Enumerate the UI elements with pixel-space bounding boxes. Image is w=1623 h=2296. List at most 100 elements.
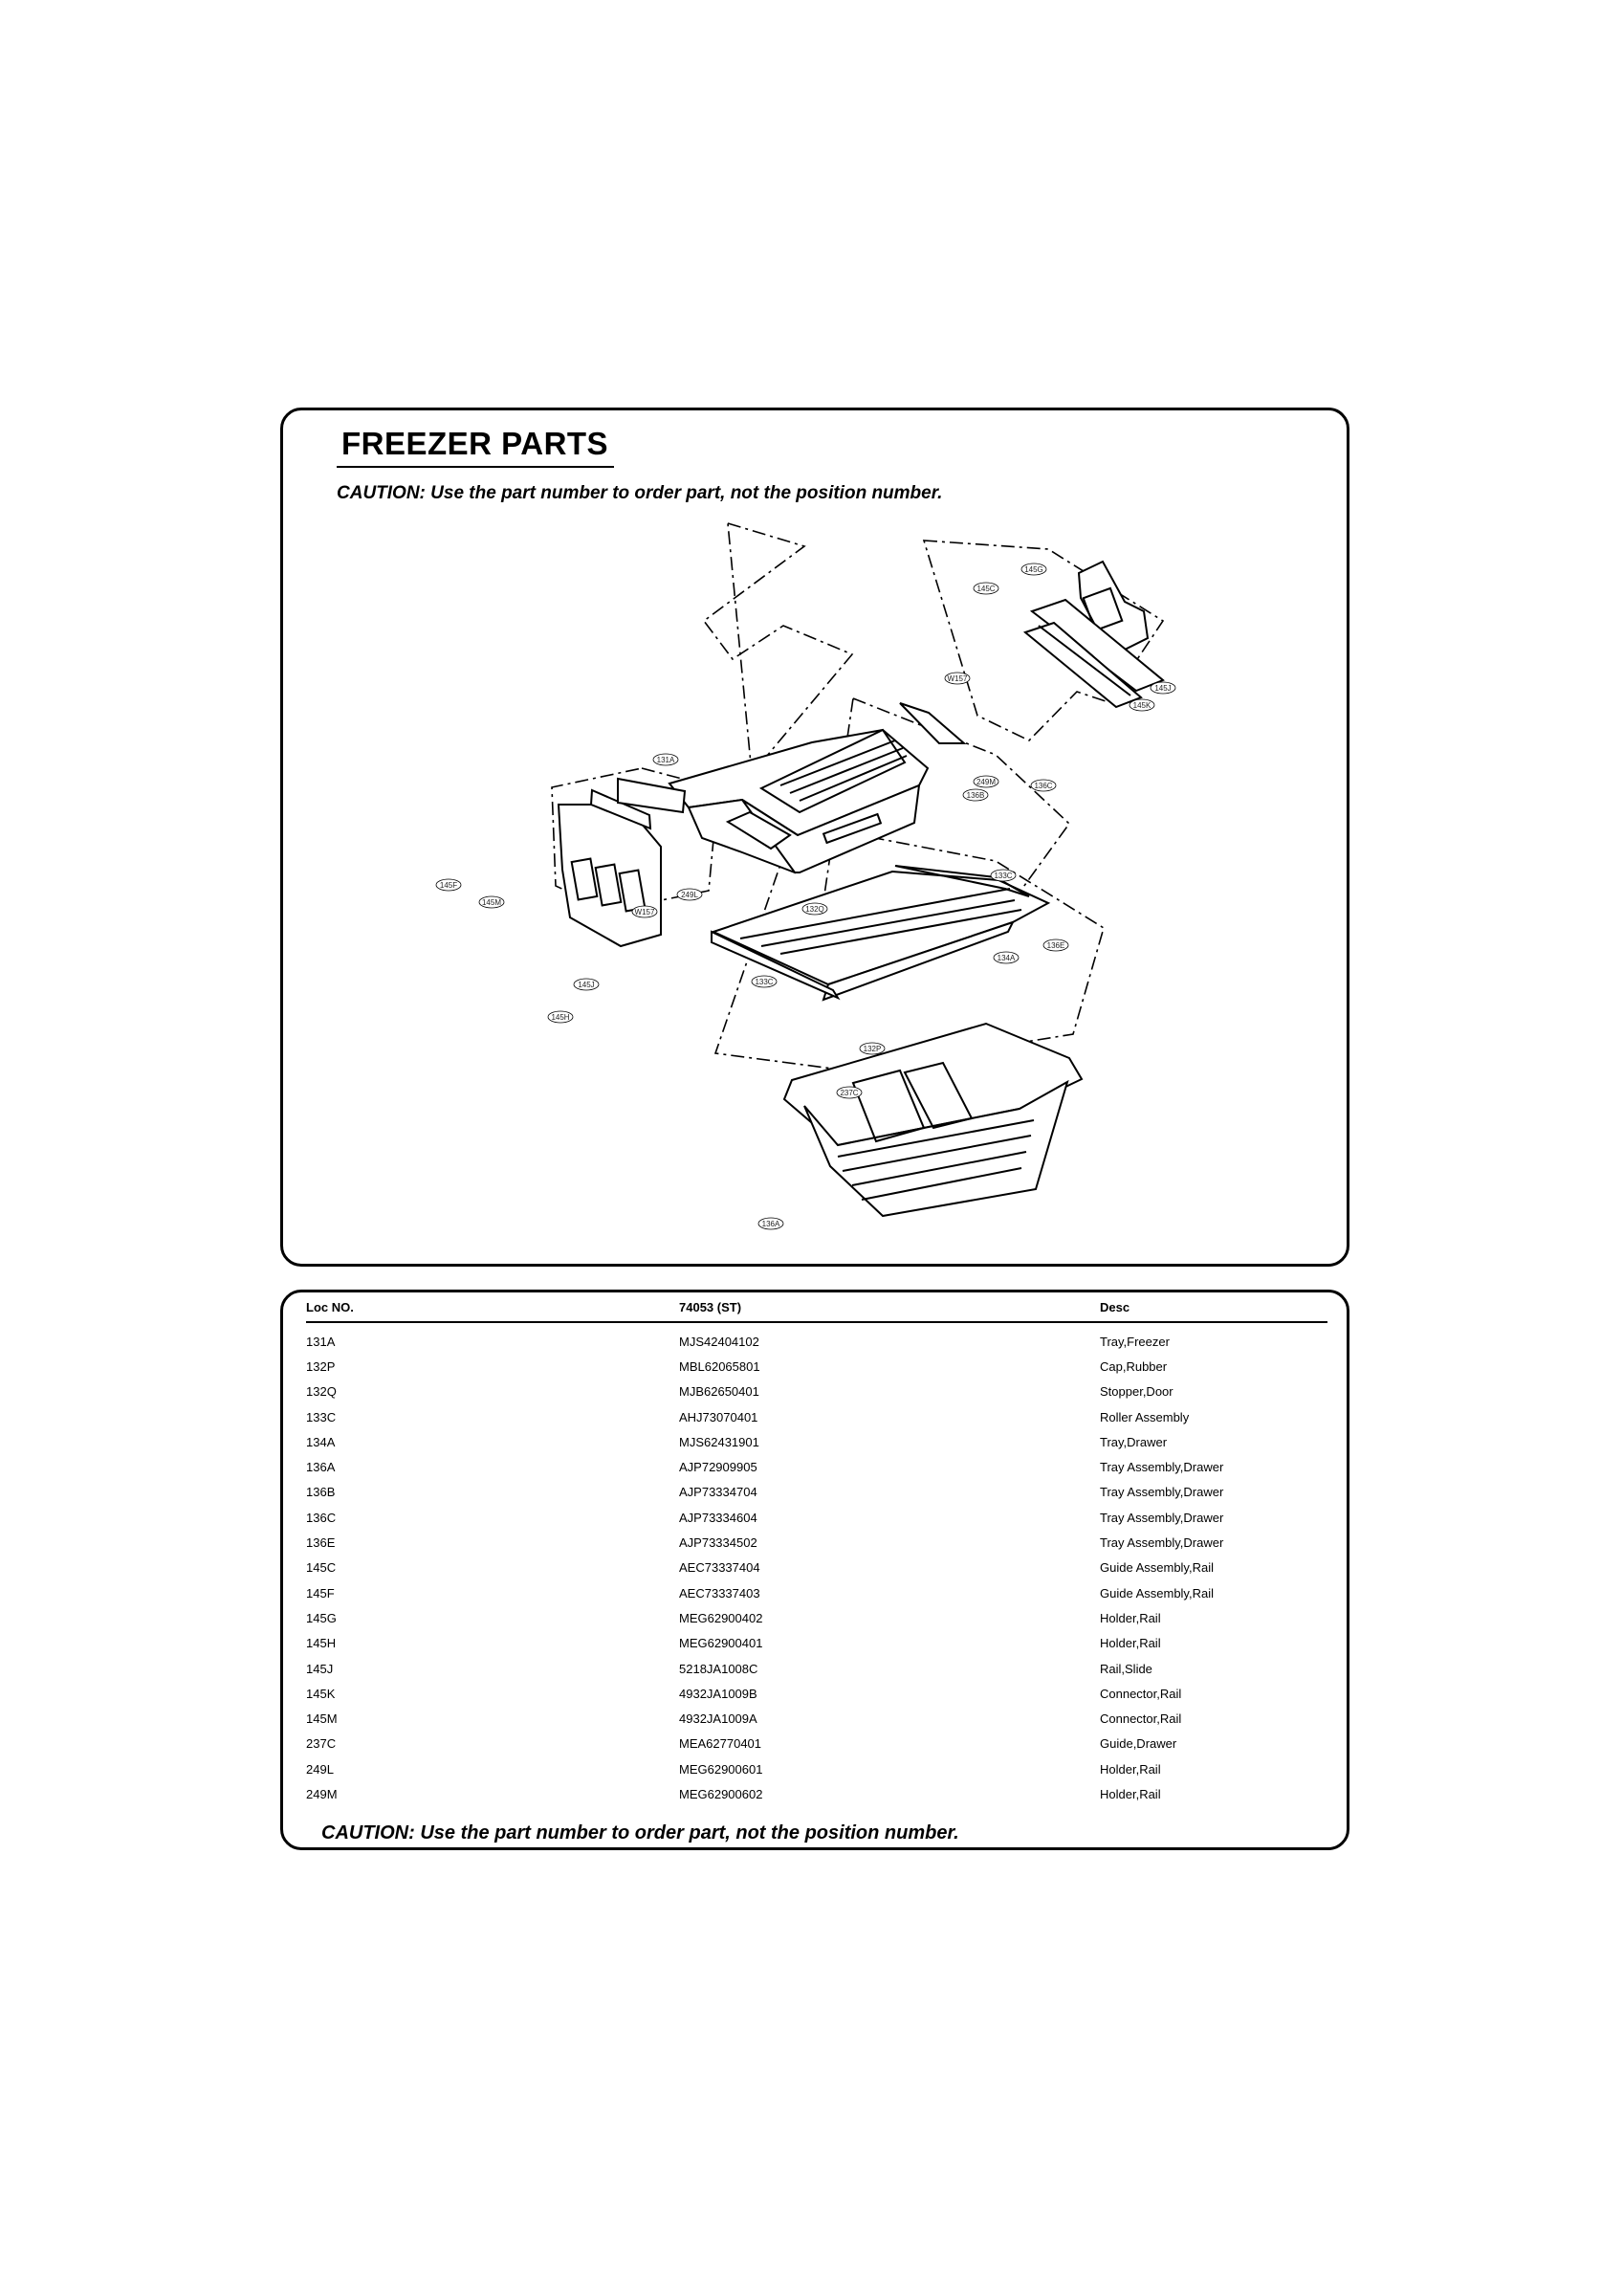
cell-desc: Stopper,Door xyxy=(1100,1384,1173,1400)
cell-part-number: MEA62770401 xyxy=(679,1736,762,1752)
table-row: 145H MEG62900401 Holder,Rail xyxy=(306,1631,1327,1656)
caution-note-bottom: CAUTION: Use the part number to order pa… xyxy=(321,1822,959,1843)
table-row: 136E AJP73334502 Tray Assembly,Drawer xyxy=(306,1530,1327,1555)
column-header-desc: Desc xyxy=(1100,1292,1327,1323)
cell-loc-no: 145C xyxy=(306,1560,337,1576)
cell-loc-no: 136C xyxy=(306,1510,337,1525)
rail-holder-left xyxy=(557,777,687,948)
cell-loc-no: 133C xyxy=(306,1409,337,1424)
cell-desc: Tray Assembly,Drawer xyxy=(1100,1460,1224,1475)
diagram-panel: FREEZER PARTS CAUTION: Use the part numb… xyxy=(280,408,1349,1267)
callout-145M: 145M xyxy=(478,895,505,909)
table-row: 145F AEC73337403 Guide Assembly,Rail xyxy=(306,1580,1327,1605)
cell-loc-no: 134A xyxy=(306,1434,336,1449)
cell-part-number: AJP73334502 xyxy=(679,1535,757,1551)
cell-part-number: MEG62900401 xyxy=(679,1636,763,1651)
callout-145G: 145G xyxy=(1020,563,1047,576)
callout-136E: 136E xyxy=(1042,938,1069,952)
cell-loc-no: 145M xyxy=(306,1711,338,1727)
cell-part-number: 5218JA1008C xyxy=(679,1661,758,1676)
cell-loc-no: 249M xyxy=(306,1786,338,1801)
svg-text:136C: 136C xyxy=(1034,782,1052,790)
callout-132P: 132P xyxy=(859,1042,886,1055)
cell-desc: Tray,Freezer xyxy=(1100,1334,1170,1349)
callout-133C-left: 133C xyxy=(751,975,778,988)
callout-145J-left: 145J xyxy=(573,978,600,991)
column-header-part-number: 74053 (ST) xyxy=(679,1292,1100,1323)
cell-desc: Tray Assembly,Drawer xyxy=(1100,1535,1224,1551)
page-title: FREEZER PARTS xyxy=(341,426,609,461)
svg-text:145J: 145J xyxy=(578,981,594,989)
cell-loc-no: 136B xyxy=(306,1485,336,1500)
rail-assembly-right xyxy=(1022,560,1165,709)
cell-part-number: 4932JA1009B xyxy=(679,1686,757,1701)
cell-desc: Guide Assembly,Rail xyxy=(1100,1585,1214,1601)
callout-W157-top: W157 xyxy=(944,672,971,685)
callout-249L: 249L xyxy=(676,888,703,901)
table-header-row: Loc NO. 74053 (ST) Desc xyxy=(306,1292,1327,1323)
cell-loc-no: 136E xyxy=(306,1535,336,1551)
cell-part-number: MEG62900402 xyxy=(679,1610,763,1625)
cell-loc-no: 136A xyxy=(306,1460,336,1475)
svg-text:145C: 145C xyxy=(976,585,995,593)
svg-text:145J: 145J xyxy=(1154,684,1171,693)
cell-part-number: AJP73334604 xyxy=(679,1510,757,1525)
cell-part-number: MEG62900601 xyxy=(679,1761,763,1777)
callout-134A: 134A xyxy=(993,951,1020,964)
svg-text:145G: 145G xyxy=(1024,565,1043,574)
cell-part-number: MJB62650401 xyxy=(679,1384,759,1400)
cell-part-number: MEG62900602 xyxy=(679,1786,763,1801)
cell-loc-no: 145H xyxy=(306,1636,337,1651)
cell-desc: Cap,Rubber xyxy=(1100,1358,1168,1374)
callout-136C: 136C xyxy=(1030,779,1057,792)
callout-145H: 145H xyxy=(547,1010,574,1024)
cell-desc: Holder,Rail xyxy=(1100,1610,1161,1625)
cell-desc: Guide,Drawer xyxy=(1100,1736,1177,1752)
cell-loc-no: 249L xyxy=(306,1761,334,1777)
cell-loc-no: 145F xyxy=(306,1585,335,1601)
svg-text:W157: W157 xyxy=(948,674,968,683)
cell-part-number: AEC73337403 xyxy=(679,1585,760,1601)
cell-part-number: AJP73334704 xyxy=(679,1485,757,1500)
basket-136A xyxy=(782,1022,1084,1218)
svg-text:136B: 136B xyxy=(967,791,985,800)
cell-part-number: 4932JA1009A xyxy=(679,1711,757,1727)
cell-loc-no: 145J xyxy=(306,1661,334,1676)
cell-loc-no: 145G xyxy=(306,1610,337,1625)
cell-part-number: MJS42404102 xyxy=(679,1334,759,1349)
table-row: 136A AJP72909905 Tray Assembly,Drawer xyxy=(306,1454,1327,1479)
callout-labels: 145C 145G 145J 145K W157 131A 249M 136B … xyxy=(435,563,1176,1230)
svg-text:W157: W157 xyxy=(635,908,655,916)
callout-W157-left: W157 xyxy=(631,905,658,918)
svg-text:134A: 134A xyxy=(998,954,1016,962)
svg-text:131A: 131A xyxy=(657,756,675,764)
callout-145K: 145K xyxy=(1129,698,1155,712)
cell-desc: Holder,Rail xyxy=(1100,1636,1161,1651)
table-row: 145J 5218JA1008C Rail,Slide xyxy=(306,1656,1327,1681)
callout-133C-right: 133C xyxy=(990,869,1017,882)
caution-note-top: CAUTION: Use the part number to order pa… xyxy=(337,483,943,503)
cell-loc-no: 132Q xyxy=(306,1384,337,1400)
svg-text:145H: 145H xyxy=(551,1013,569,1022)
cell-desc: Rail,Slide xyxy=(1100,1661,1152,1676)
svg-text:133C: 133C xyxy=(755,978,773,986)
cell-part-number: MJS62431901 xyxy=(679,1434,759,1449)
cell-part-number: AJP72909905 xyxy=(679,1460,757,1475)
callout-136B: 136B xyxy=(962,788,989,802)
cell-loc-no: 132P xyxy=(306,1358,336,1374)
cell-part-number: AHJ73070401 xyxy=(679,1409,758,1424)
